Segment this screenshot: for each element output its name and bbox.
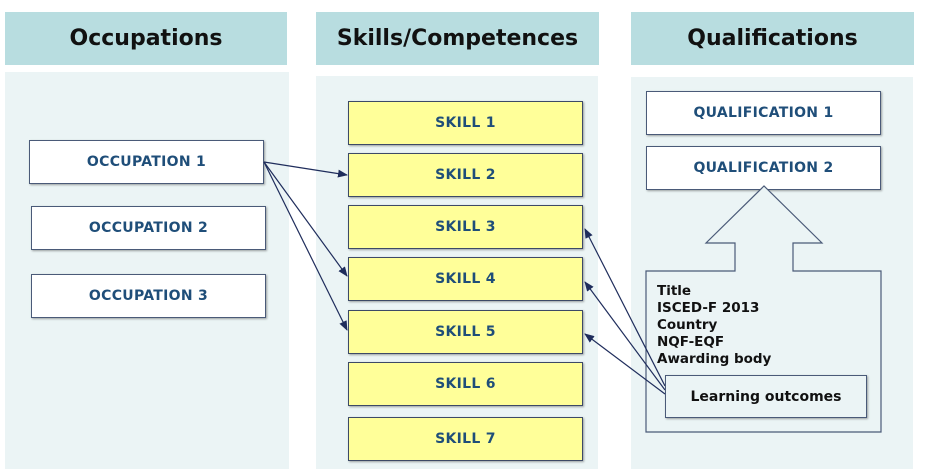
skill-box-2: SKILL 2 [348,153,583,197]
skill-box-6: SKILL 6 [348,362,583,406]
detail-awarding-body: Awarding body [657,351,772,367]
connector-occ1-skill5 [263,161,348,331]
skill-box-4: SKILL 4 [348,257,583,301]
occupation-box-3: OCCUPATION 3 [31,274,266,318]
occupation-box-1: OCCUPATION 1 [29,140,264,184]
qualification-box-1: QUALIFICATION 1 [646,91,881,135]
connector-lo-skill4 [584,281,666,391]
occupations-column [5,72,289,469]
detail-country: Country [657,317,718,333]
skill-box-5: SKILL 5 [348,310,583,354]
skills-header: Skills/Competences [316,12,599,65]
skill-box-1: SKILL 1 [348,101,583,145]
qualification-details-list: Title ISCED-F 2013 Country NQF-EQF Award… [657,283,867,368]
connector-lo-skill5 [584,333,666,395]
qualifications-header: Qualifications [631,12,914,65]
qualification-detail-arrow-shape [645,185,882,433]
skill-box-3: SKILL 3 [348,205,583,249]
detail-isced: ISCED-F 2013 [657,300,760,316]
connector-lo-skill3 [584,228,666,387]
learning-outcomes-box: Learning outcomes [665,375,867,418]
skill-box-7: SKILL 7 [348,417,583,461]
occupations-header: Occupations [5,12,287,65]
detail-nqf-eqf: NQF-EQF [657,334,725,350]
occupation-box-2: OCCUPATION 2 [31,206,266,250]
qualification-box-2: QUALIFICATION 2 [646,146,881,190]
connector-occ1-skill4 [263,161,348,277]
detail-title: Title [657,283,692,299]
connector-occ1-skill2 [263,161,348,178]
